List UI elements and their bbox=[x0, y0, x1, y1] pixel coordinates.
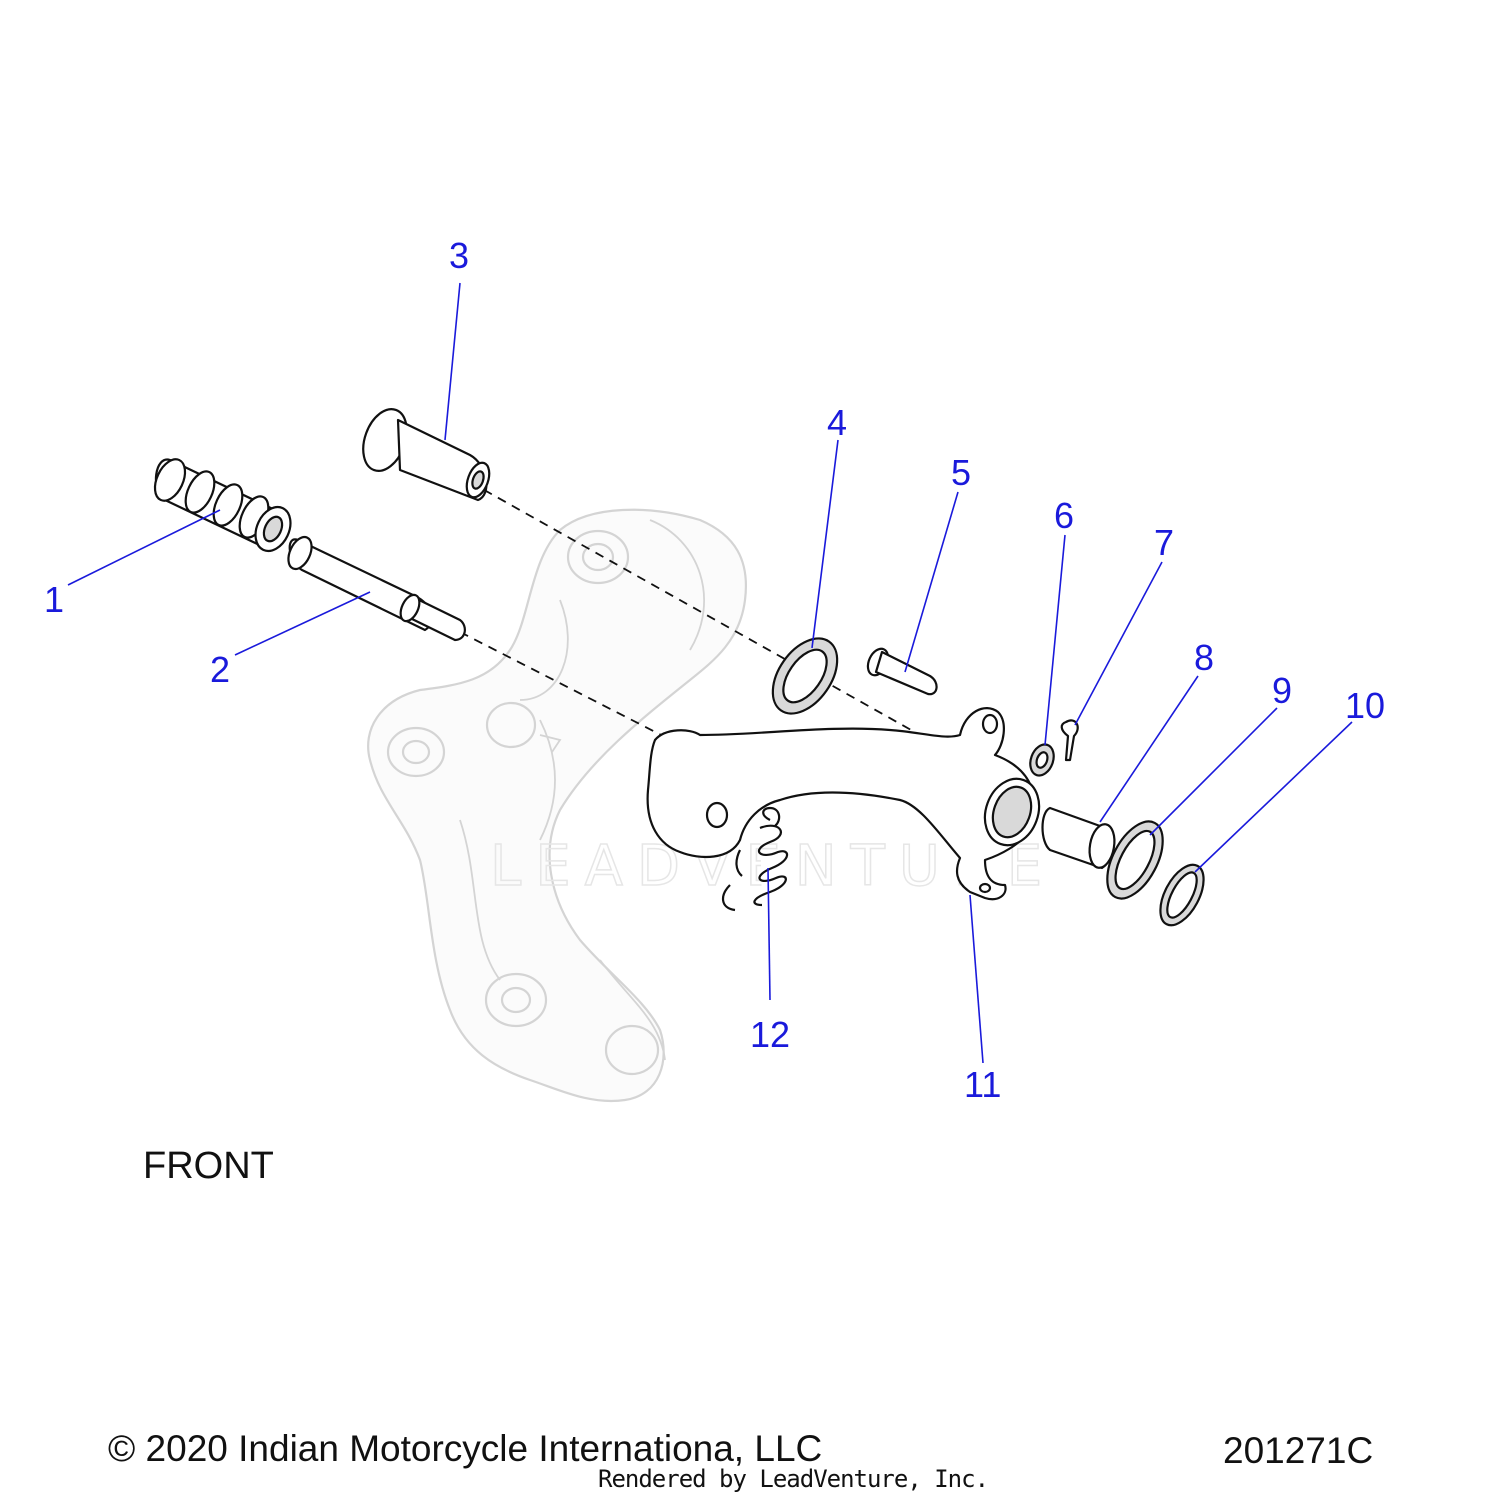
leader-1 bbox=[67, 509, 221, 586]
leader-9 bbox=[1149, 707, 1278, 836]
part-2-pivot-shaft bbox=[287, 535, 466, 642]
part-7-cotter-pin bbox=[1060, 719, 1079, 762]
part-11-pedal-arm bbox=[646, 707, 1041, 901]
callout-8: 8 bbox=[1194, 637, 1214, 678]
part-4-washer bbox=[771, 637, 839, 715]
part-3-flanged-bushing bbox=[362, 408, 491, 502]
callout-11: 11 bbox=[964, 1064, 1001, 1105]
callout-5: 5 bbox=[951, 452, 971, 493]
leader-2 bbox=[234, 591, 371, 656]
part-5-clevis-pin bbox=[866, 647, 938, 696]
callout-2: 2 bbox=[210, 649, 230, 690]
part-12-return-spring bbox=[722, 806, 789, 912]
callout-9: 9 bbox=[1272, 670, 1292, 711]
callout-6: 6 bbox=[1054, 495, 1074, 536]
copyright-notice: © 2020 Indian Motorcycle Internationa, L… bbox=[108, 1428, 823, 1469]
part-10-retaining-ring bbox=[1159, 863, 1205, 927]
orientation-label: FRONT bbox=[143, 1145, 274, 1187]
leader-12 bbox=[767, 867, 771, 1001]
leader-7 bbox=[1074, 561, 1163, 726]
callout-7: 7 bbox=[1154, 522, 1174, 563]
leader-6 bbox=[1044, 534, 1066, 746]
ghost-mounting-bracket bbox=[367, 508, 747, 1102]
document-number: 201271C bbox=[1223, 1430, 1374, 1471]
leader-8 bbox=[1099, 675, 1199, 823]
callout-4: 4 bbox=[827, 402, 847, 443]
leader-11 bbox=[969, 894, 984, 1064]
leader-3 bbox=[444, 282, 461, 441]
part-1-rubber-sleeve bbox=[153, 458, 292, 553]
rendered-by-credit: Rendered by LeadVenture, Inc. bbox=[598, 1465, 989, 1493]
callout-3: 3 bbox=[449, 235, 469, 276]
callout-1: 1 bbox=[44, 579, 64, 620]
callout-12: 12 bbox=[750, 1014, 790, 1055]
leader-4 bbox=[811, 439, 839, 649]
part-8-bushing bbox=[1041, 806, 1116, 870]
part-6-small-washer bbox=[1029, 743, 1055, 777]
leader-5 bbox=[904, 491, 959, 673]
callout-10: 10 bbox=[1345, 685, 1385, 726]
leader-10 bbox=[1194, 721, 1353, 873]
part-9-washer bbox=[1106, 820, 1164, 900]
assembly-line-a bbox=[469, 481, 1001, 781]
